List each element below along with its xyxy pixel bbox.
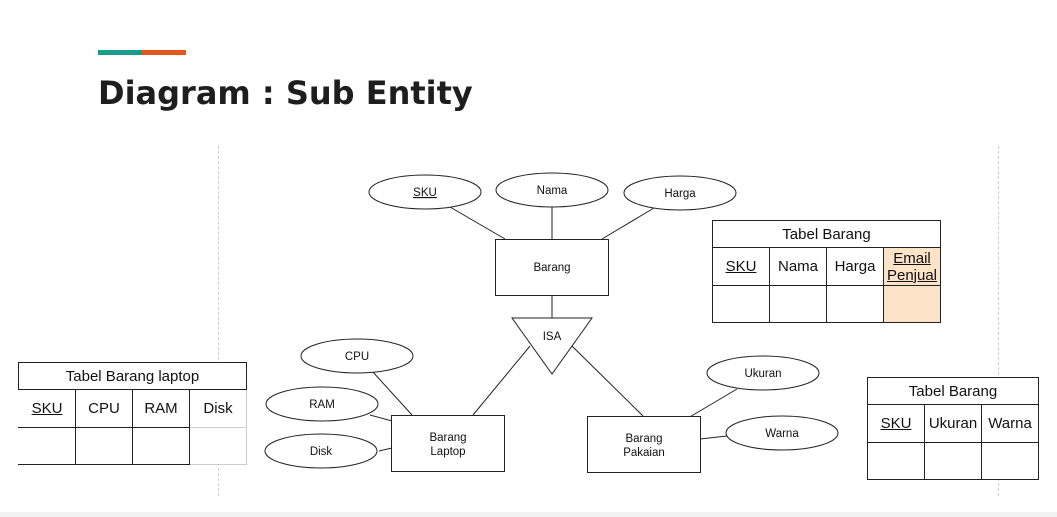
connector-harga-barang	[601, 207, 655, 240]
guide-line-right	[998, 146, 999, 496]
attribute-sku	[368, 174, 482, 210]
attribute-ram-label: RAM	[309, 399, 335, 411]
attribute-ram	[265, 386, 379, 422]
attribute-cpu	[300, 338, 414, 374]
table-laptop-col-cpu: CPU	[75, 389, 133, 428]
attribute-harga	[623, 175, 737, 211]
table-pakaian-col-warna: Warna	[981, 404, 1039, 443]
accent-bar	[98, 50, 186, 55]
table-laptop-cell	[132, 427, 190, 465]
entity-barang	[495, 239, 609, 296]
attribute-warna	[725, 415, 839, 451]
attribute-harga-label: Harga	[664, 188, 696, 200]
table-laptop-cell	[75, 427, 133, 465]
table-barang: Tabel Barang SKU Nama Harga Email Penjua…	[712, 220, 941, 323]
table-barang-col-sku: SKU	[712, 247, 770, 286]
table-laptop-cell	[189, 427, 247, 465]
isa-label: ISA	[543, 331, 562, 343]
accent-bar-teal	[98, 50, 142, 55]
attribute-cpu-label: CPU	[345, 351, 369, 363]
entity-barang-laptop	[391, 415, 505, 472]
attribute-sku-label: SKU	[413, 187, 437, 199]
guide-line-left	[218, 146, 219, 496]
table-laptop-cell	[18, 427, 76, 465]
table-laptop-col-ram: RAM	[132, 389, 190, 428]
attribute-nama-label: Nama	[537, 185, 568, 197]
table-pakaian-cell	[867, 442, 925, 480]
table-barang-col-email-penjual: Email Penjual	[883, 247, 941, 286]
table-laptop-caption: Tabel Barang laptop	[18, 362, 247, 390]
connector-cpu-laptop	[371, 370, 413, 416]
label-line: Pakaian	[623, 447, 665, 459]
attribute-nama	[495, 172, 609, 208]
attribute-ukuran-label: Ukuran	[744, 368, 781, 380]
table-pakaian-col-sku: SKU	[867, 404, 925, 443]
accent-bar-orange	[142, 50, 186, 55]
table-barang-cell	[769, 285, 827, 323]
connector-isa-laptop	[472, 345, 531, 416]
label-line: Barang	[429, 432, 466, 444]
connector-warna-pakaian	[699, 435, 728, 440]
connector-isa-pakaian	[571, 345, 644, 417]
table-laptop-col-disk: Disk	[189, 389, 247, 428]
entity-barang-pakaian	[587, 416, 701, 473]
table-pakaian-cell	[924, 442, 982, 480]
connector-disk-laptop	[378, 447, 393, 452]
slide-bottom-band	[0, 512, 1057, 517]
table-barang-cell-highlight	[883, 285, 941, 323]
connector-ram-laptop	[369, 414, 393, 422]
attribute-warna-label: Warna	[765, 428, 799, 440]
attribute-ukuran	[706, 355, 820, 391]
table-laptop-col-sku: SKU	[18, 389, 76, 428]
table-pakaian-col-ukuran: Ukuran	[924, 404, 982, 443]
table-barang-laptop: Tabel Barang laptop SKU CPU RAM Disk	[18, 362, 247, 465]
table-barang-col-nama: Nama	[769, 247, 827, 286]
attribute-disk	[264, 433, 378, 469]
slide-title: Diagram : Sub Entity	[98, 74, 473, 112]
table-barang-cell	[826, 285, 884, 323]
table-pakaian-caption: Tabel Barang	[867, 377, 1039, 405]
table-barang-caption: Tabel Barang	[712, 220, 941, 248]
label-line: Barang	[625, 433, 662, 445]
connector-sku-barang	[449, 206, 506, 240]
attribute-disk-label: Disk	[310, 446, 333, 458]
connector-ukuran-pakaian	[687, 388, 738, 419]
table-barang-pakaian: Tabel Barang SKU Ukuran Warna	[867, 377, 1039, 480]
isa-triangle	[511, 317, 593, 375]
label-line: Laptop	[430, 446, 465, 458]
table-barang-col-harga: Harga	[826, 247, 884, 286]
table-barang-cell	[712, 285, 770, 323]
table-pakaian-cell	[981, 442, 1039, 480]
entity-barang-label: Barang	[533, 262, 570, 274]
